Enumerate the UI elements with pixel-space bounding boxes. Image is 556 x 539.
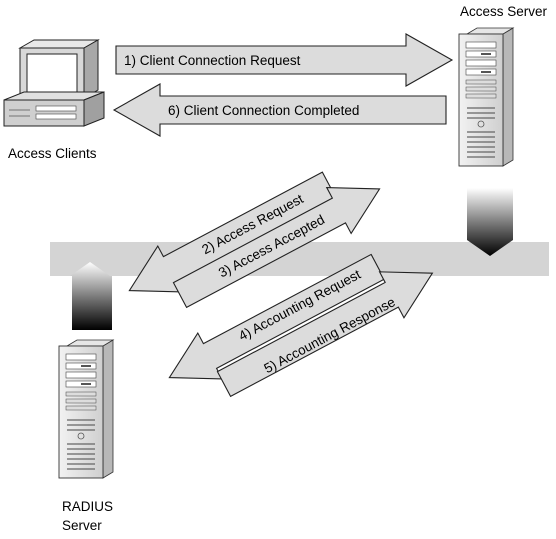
radius-server-label-line1: RADIUS: [62, 499, 113, 514]
flow-6-arrow: [112, 83, 447, 137]
access-clients-computer-icon: [3, 39, 105, 127]
flow-3-arrow: [172, 186, 381, 309]
access-server-tower-icon: [458, 27, 514, 167]
radius-server-bus-connector: [70, 262, 112, 330]
flow-5-arrow: [216, 271, 434, 398]
access-clients-label: Access Clients: [8, 146, 97, 161]
radius-server-tower-icon: [58, 339, 114, 479]
flow-1-label: 1) Client Connection Request: [124, 53, 301, 68]
access-server-bus-connector: [467, 188, 513, 256]
radius-server-label-line2: Server: [62, 518, 102, 533]
access-server-label: Access Server: [460, 4, 548, 19]
flow-6-label: 6) Client Connection Completed: [168, 103, 359, 118]
flow-1-arrow: [115, 33, 454, 87]
